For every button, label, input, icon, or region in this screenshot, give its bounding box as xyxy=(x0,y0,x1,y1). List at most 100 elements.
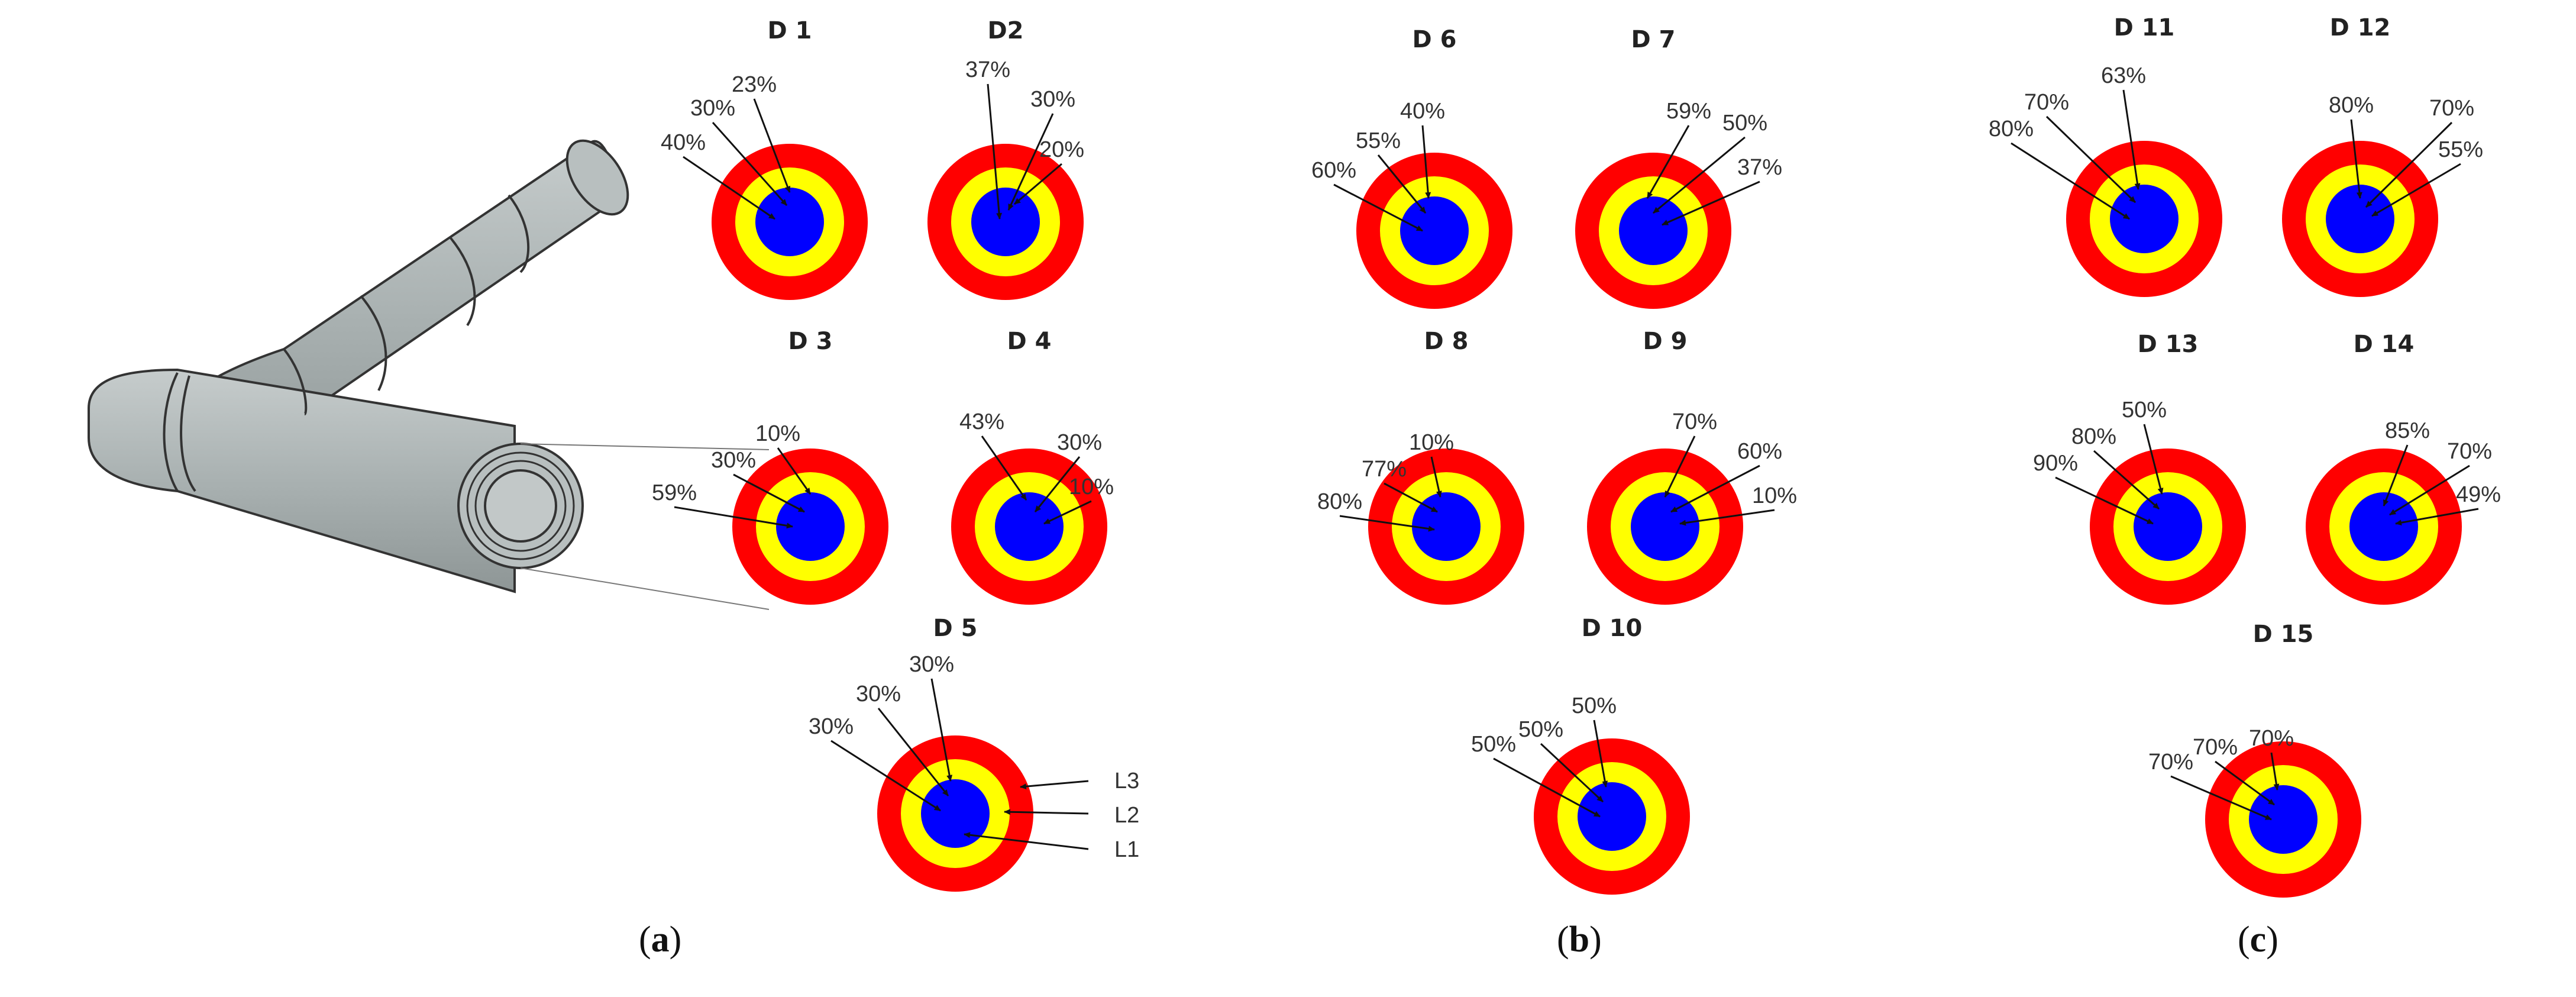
inner-layer-circle xyxy=(2110,185,2179,253)
inner-layer-circle xyxy=(2249,785,2318,854)
thickness-label: 40% xyxy=(661,130,706,155)
thickness-arrow xyxy=(2215,760,2275,806)
design-6: D 660%55%40% xyxy=(1311,26,1512,309)
thickness-label: 55% xyxy=(2438,137,2483,162)
design-7: D 7 59% 50% 37% xyxy=(1575,26,1782,309)
design-title: D 5 xyxy=(933,615,978,642)
thickness-label: 59% xyxy=(1666,99,1711,124)
thickness-arrow xyxy=(2383,444,2409,506)
inner-layer-circle xyxy=(1578,782,1646,851)
thickness-arrow xyxy=(683,156,775,220)
layer-arrow-l2 xyxy=(1004,809,1089,815)
pipe-cross-section xyxy=(457,443,584,569)
design-title: D 7 xyxy=(1631,26,1676,53)
thickness-arrow xyxy=(1384,482,1438,513)
design-title: D 11 xyxy=(2114,14,2175,41)
layer-arrow-l1 xyxy=(964,832,1089,850)
inner-layer-circle xyxy=(776,492,845,561)
thickness-label: 49% xyxy=(2456,482,2501,507)
inner-layer-circle xyxy=(921,779,990,848)
thickness-arrow xyxy=(2170,775,2272,821)
thickness-label: 30% xyxy=(909,652,954,677)
thickness-arrow xyxy=(1333,183,1423,232)
design-title: D2 xyxy=(987,17,1023,44)
thickness-arrow xyxy=(1007,113,1054,211)
thickness-arrow xyxy=(1593,719,1608,788)
design-4: D 4 43% 30% 10% xyxy=(951,328,1114,605)
thickness-label: 50% xyxy=(1518,717,1563,742)
layer-label-l1: L1 xyxy=(1114,837,1139,862)
thickness-arrow xyxy=(930,678,953,782)
thickness-label: 40% xyxy=(1400,99,1445,124)
thickness-label: 70% xyxy=(2429,96,2474,121)
thickness-arrow xyxy=(877,708,949,796)
thickness-label: 50% xyxy=(1471,732,1516,757)
inner-layer-circle xyxy=(1412,492,1481,561)
thickness-label: 37% xyxy=(1737,155,1782,180)
layer-arrow-l3 xyxy=(1020,780,1089,790)
thickness-arrow xyxy=(712,122,788,206)
thickness-label: 80% xyxy=(2329,93,2374,118)
inner-layer-circle xyxy=(755,188,824,256)
thickness-arrow xyxy=(2365,121,2453,208)
thickness-label: 10% xyxy=(1752,483,1797,508)
thickness-arrow xyxy=(674,506,793,529)
pipe-illustration xyxy=(88,139,770,610)
design-title: D 1 xyxy=(768,17,812,44)
thickness-arrow xyxy=(1043,500,1092,525)
layer-label-l3: L3 xyxy=(1114,769,1139,793)
thickness-arrow xyxy=(830,740,941,812)
thickness-label: 80% xyxy=(2071,424,2116,449)
design-title: D 10 xyxy=(1582,615,1643,642)
layer-label-l2: L2 xyxy=(1114,803,1139,828)
design-3: D 359%30%10% xyxy=(652,328,888,605)
thickness-arrow xyxy=(1679,509,1775,526)
thickness-arrow xyxy=(2122,89,2141,190)
thickness-label: 43% xyxy=(959,409,1004,434)
thickness-label: 70% xyxy=(2249,726,2294,751)
thickness-label: 70% xyxy=(2447,439,2492,464)
thickness-label: 30% xyxy=(1030,87,1075,112)
design-title: D 4 xyxy=(1007,328,1052,355)
design-title: D 14 xyxy=(2354,331,2415,358)
thickness-label: 10% xyxy=(755,421,800,446)
panel-caption-b: (b) xyxy=(1557,919,1602,960)
thickness-label: 10% xyxy=(1409,430,1454,455)
thickness-arrow xyxy=(2270,752,2280,790)
thickness-arrow xyxy=(753,98,791,193)
thickness-label: 30% xyxy=(711,448,756,473)
thickness-arrow xyxy=(2011,142,2130,220)
inner-layer-circle xyxy=(1400,196,1469,265)
thickness-label: 30% xyxy=(1057,430,1102,455)
thickness-label: 50% xyxy=(2122,398,2167,422)
thickness-label: 50% xyxy=(1722,111,1767,135)
design-8: D 880%77%10% xyxy=(1317,328,1524,605)
thickness-arrow xyxy=(1662,180,1760,226)
thickness-arrow xyxy=(2143,424,2164,495)
thickness-label: 37% xyxy=(965,57,1010,82)
design-9: D 970%60%10% xyxy=(1587,328,1797,605)
design-title: D 15 xyxy=(2253,621,2314,648)
thickness-label: 10% xyxy=(1069,475,1114,499)
thickness-label: 59% xyxy=(652,480,697,505)
projection-line xyxy=(520,443,770,450)
thickness-arrow xyxy=(733,473,805,513)
panel-caption-c: (c) xyxy=(2238,919,2278,960)
thickness-arrow xyxy=(987,83,1003,220)
thickness-arrow xyxy=(1540,743,1604,803)
thickness-label: 80% xyxy=(1317,489,1362,514)
thickness-arrow xyxy=(1653,136,1746,214)
thickness-label: 30% xyxy=(856,682,901,706)
thickness-arrow xyxy=(1421,125,1431,199)
thickness-arrow xyxy=(981,435,1027,501)
design-title: D 9 xyxy=(1643,328,1688,355)
thickness-arrow xyxy=(2371,163,2461,217)
design-title: D 6 xyxy=(1413,26,1457,53)
thickness-label: 63% xyxy=(2101,63,2146,88)
thickness-label: 60% xyxy=(1311,158,1356,183)
